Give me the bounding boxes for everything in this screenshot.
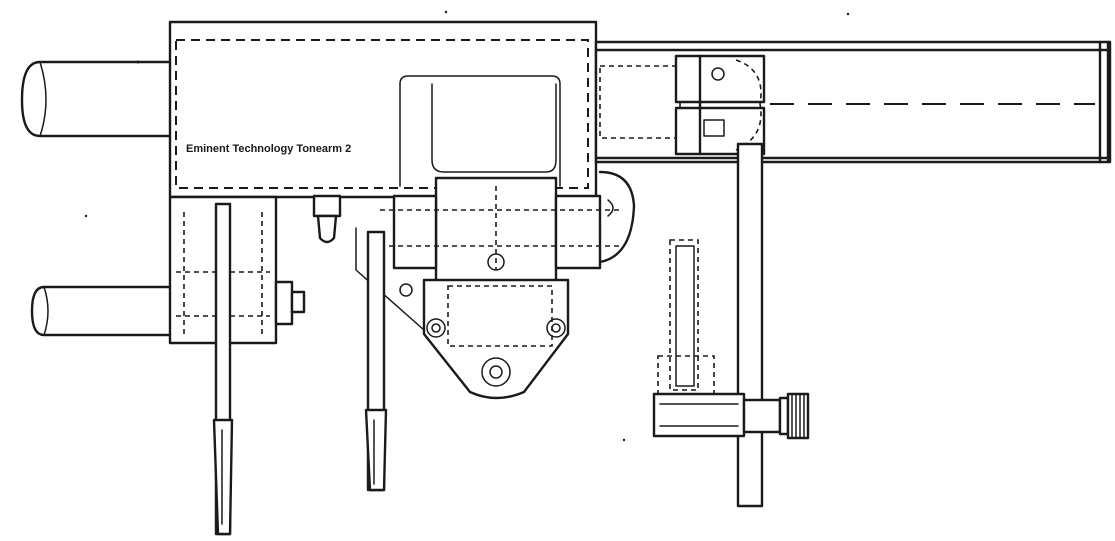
upper-left-rod: [20, 60, 174, 138]
arm-lift-mechanism: [652, 239, 810, 440]
left-pillar-block: [168, 195, 306, 345]
armwand: [736, 142, 764, 508]
middle-lever: [364, 230, 388, 492]
body-label: Eminent Technology Tonearm 2: [186, 143, 351, 155]
left-lever: [212, 202, 234, 536]
drawing-marks: [84, 10, 850, 442]
small-fitting: [312, 194, 342, 244]
center-assembly: [380, 75, 636, 284]
main-housing: Eminent Technology Tonearm 2: [168, 20, 598, 199]
bearing-rail: [594, 40, 1112, 164]
counterweight-bracket: [355, 227, 570, 400]
lower-left-rod: [30, 285, 174, 337]
